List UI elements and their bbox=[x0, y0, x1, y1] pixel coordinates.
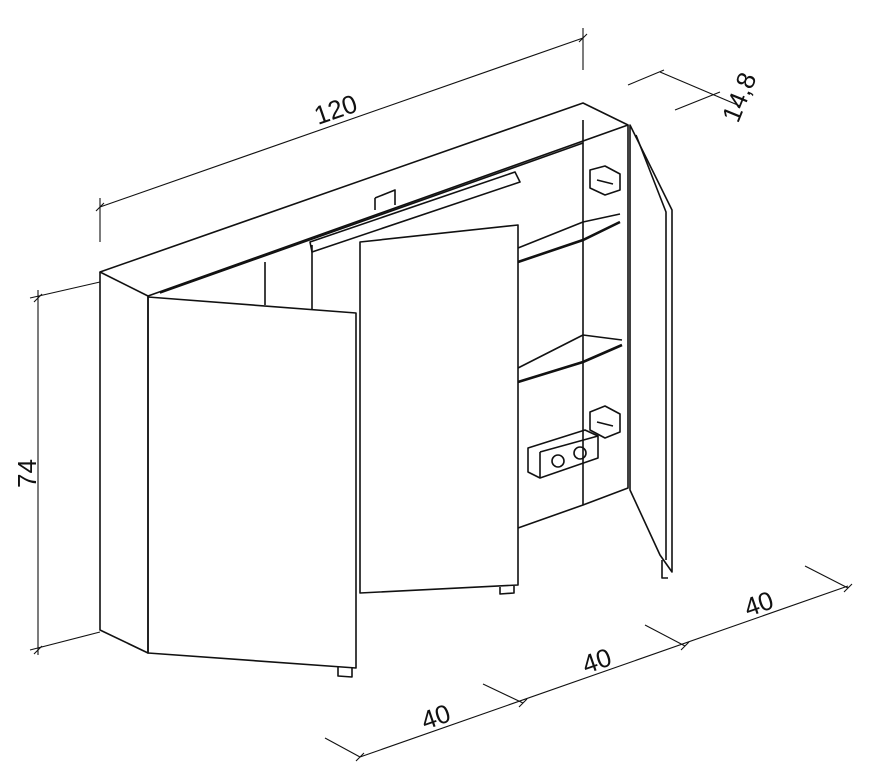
height-dimension: 74 bbox=[12, 281, 101, 655]
hinge-icons bbox=[589, 165, 621, 439]
depth-dimension: 14,8 bbox=[627, 68, 763, 126]
width-dimension: 120 bbox=[95, 28, 588, 242]
depth-label: 14,8 bbox=[716, 68, 763, 126]
middle-door bbox=[359, 224, 519, 595]
height-label: 74 bbox=[12, 459, 42, 488]
door-width-label-middle: 40 bbox=[578, 642, 615, 680]
width-label: 120 bbox=[310, 88, 361, 130]
left-door bbox=[147, 296, 357, 678]
door-width-label-left: 40 bbox=[417, 698, 454, 736]
power-socket-icon bbox=[527, 429, 599, 479]
right-door bbox=[629, 124, 673, 579]
cabinet-body bbox=[99, 102, 629, 654]
door-width-dimensions: 40 40 40 bbox=[324, 565, 853, 762]
door-width-label-right: 40 bbox=[740, 585, 777, 623]
glass-shelves bbox=[517, 213, 623, 384]
